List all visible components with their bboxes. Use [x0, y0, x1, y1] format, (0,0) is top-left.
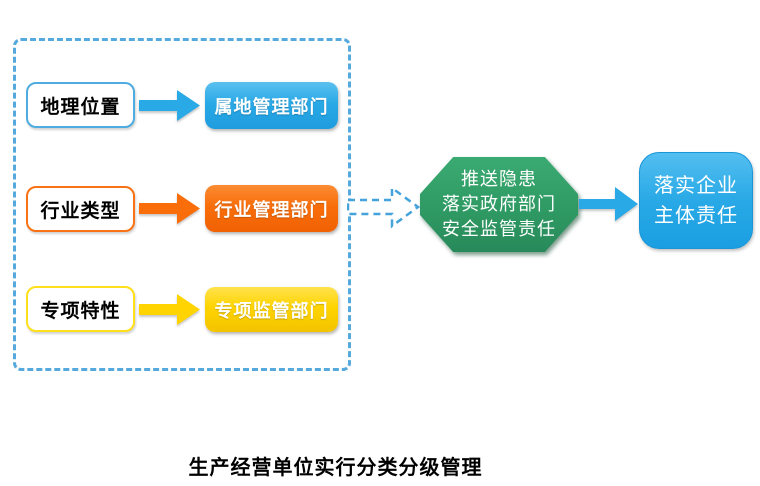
enterprise-responsibility-box: 落实企业 主体责任: [639, 152, 753, 249]
diagram-caption: 生产经营单位实行分类分级管理: [188, 457, 483, 479]
push-dashed-arrow-icon: [347, 185, 421, 229]
geo-location-box: 地理位置: [26, 82, 135, 128]
geo-location-label: 地理位置: [40, 96, 121, 118]
special-trait-label: 专项特性: [40, 300, 121, 322]
result-arrow-icon: [579, 187, 638, 221]
territorial-dept-box: 属地管理部门: [205, 82, 338, 129]
industry-dept-label: 行业管理部门: [214, 199, 329, 220]
gov-responsibility-octagon-body: 推送隐患 落实政府部门 安全监管责任: [420, 157, 578, 252]
result-line-1: 落实企业: [654, 174, 738, 197]
hub-line-1: 推送隐患: [461, 169, 537, 189]
hub-line-3: 安全监管责任: [442, 219, 556, 239]
special-arrow-icon: [139, 294, 200, 325]
industry-arrow-icon: [139, 193, 200, 224]
result-line-2: 主体责任: [654, 204, 738, 227]
special-dept-box: 专项监管部门: [205, 287, 338, 332]
hub-line-2: 落实政府部门: [442, 194, 556, 214]
gov-responsibility-octagon: 推送隐患 落实政府部门 安全监管责任: [420, 157, 578, 252]
industry-type-box: 行业类型: [26, 186, 135, 232]
industry-type-label: 行业类型: [40, 200, 121, 222]
geo-arrow-icon: [139, 90, 200, 121]
territorial-dept-label: 属地管理部门: [214, 96, 329, 117]
special-dept-label: 专项监管部门: [214, 300, 329, 321]
special-trait-box: 专项特性: [26, 286, 135, 332]
industry-dept-box: 行业管理部门: [205, 185, 338, 232]
